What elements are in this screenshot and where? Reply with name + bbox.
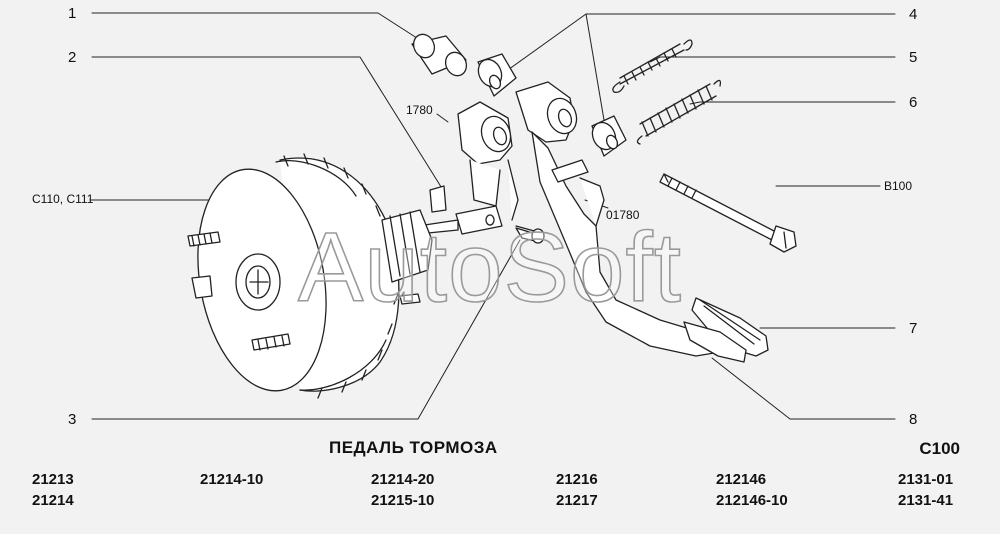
pivot-pin xyxy=(515,225,545,244)
part-1-sleeve xyxy=(411,33,468,77)
ref-1780: 1780 xyxy=(406,103,433,117)
ref-b100: B100 xyxy=(884,179,913,193)
bolt-b100 xyxy=(659,173,797,253)
model-col6-row1: 2131-01 xyxy=(898,471,954,488)
callout-8: 8 xyxy=(909,411,918,428)
model-col6-row2: 2131-41 xyxy=(898,492,954,509)
watermark-autosoft: AutoSoft xyxy=(297,212,682,322)
callout-7: 7 xyxy=(909,320,918,337)
part-4-bushing-right xyxy=(591,115,627,157)
bracket-1780 xyxy=(457,101,519,221)
brake-pedal-arm xyxy=(515,81,769,363)
vacuum-booster xyxy=(187,153,433,399)
model-col5-row2: 212146-10 xyxy=(716,492,788,509)
model-col3-row2: 21215-10 xyxy=(371,492,435,509)
part-4-bushing-left xyxy=(477,53,517,97)
model-col1-row2: 21214 xyxy=(32,492,74,509)
callout-1: 1 xyxy=(68,5,77,22)
callout-5: 5 xyxy=(909,49,918,66)
diagram-code: C100 xyxy=(919,439,960,458)
model-col3-row1: 21214-20 xyxy=(371,471,435,488)
callout-3: 3 xyxy=(68,411,77,428)
part-6-large-spring xyxy=(636,79,722,145)
ref-c110-c111: C110, C111 xyxy=(32,192,94,206)
leader-lines xyxy=(89,12,896,420)
callout-2: 2 xyxy=(68,49,77,66)
model-col2-row1: 21214-10 xyxy=(200,471,264,488)
model-col1-row1: 21213 xyxy=(32,471,74,488)
model-col5-row1: 212146 xyxy=(716,471,767,488)
part-5-small-spring xyxy=(612,39,693,94)
model-col4-row2: 21217 xyxy=(556,492,598,509)
callout-6: 6 xyxy=(909,94,918,111)
model-col4-row1: 21216 xyxy=(556,471,598,488)
ref-01780: 01780 xyxy=(606,208,640,222)
callout-4: 4 xyxy=(909,6,918,23)
diagram-title: ПЕДАЛЬ ТОРМОЗА xyxy=(329,438,498,457)
